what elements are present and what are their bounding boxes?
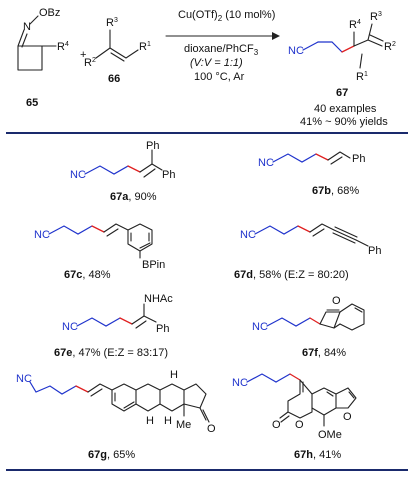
compound-67h-label: 67h, 41%: [294, 449, 341, 461]
svg-text:O: O: [272, 419, 281, 431]
compound-67c-label: 67c, 48%: [64, 269, 111, 281]
ratio-text: (V:V = 1:1): [190, 57, 243, 69]
product-67: NC R4 R3 R2 R1 67 40 examples 41% ~ 90% …: [288, 11, 396, 128]
product-r3-label: R3: [370, 11, 382, 23]
product-r1-label: R1: [356, 71, 368, 83]
svg-text:NC: NC: [232, 377, 248, 389]
product-nc-label: NC: [288, 45, 304, 57]
svg-text:H: H: [146, 415, 154, 427]
svg-text:NC: NC: [70, 169, 86, 181]
compound-67b-label: 67b, 68%: [312, 185, 359, 197]
svg-text:Me: Me: [176, 419, 191, 431]
svg-text:H: H: [164, 415, 172, 427]
svg-text:BPin: BPin: [142, 259, 165, 271]
svg-text:O: O: [343, 411, 352, 423]
svg-text:Ph: Ph: [368, 245, 381, 257]
compound-66-label: 66: [108, 73, 120, 85]
svg-text:NC: NC: [34, 229, 50, 241]
compound-67-label: 67: [336, 87, 348, 99]
reaction-conditions: Cu(OTf)2 (10 mol%) dioxane/PhCF3 (V:V = …: [165, 9, 280, 83]
compound-67c: NC BPin 67c, 48%: [34, 223, 165, 281]
plus-sign: +: [80, 49, 86, 61]
svg-text:O: O: [332, 295, 341, 307]
compound-67h: NC O O O OMe 67h, 41%: [232, 373, 357, 461]
svg-text:NHAc: NHAc: [144, 293, 173, 305]
svg-text:O: O: [295, 419, 304, 431]
imine-n-label: N: [23, 21, 31, 33]
svg-text:NC: NC: [258, 157, 274, 169]
yield-range: 41% ~ 90% yields: [300, 116, 388, 128]
compound-67b: NC Ph 67b, 68%: [258, 151, 365, 197]
compound-67a: NC Ph Ph 67a, 90%: [70, 140, 175, 203]
r2-label: R2: [84, 57, 96, 69]
svg-text:Ph: Ph: [162, 169, 175, 181]
compound-67a-label: 67a, 90%: [110, 191, 157, 203]
substrate-66: R3 R2 R1 66: [84, 17, 151, 85]
temperature-text: 100 °C, Ar: [194, 71, 245, 83]
compound-65-label: 65: [26, 97, 38, 109]
compound-67d-label: 67d, 58% (E:Z = 80:20): [234, 269, 349, 281]
svg-text:H: H: [170, 369, 178, 381]
product-r2-label: R2: [384, 41, 396, 53]
r4-label: R4: [57, 41, 69, 53]
compound-67g-label: 67g, 65%: [88, 449, 135, 461]
compound-67f-label: 67f, 84%: [302, 347, 346, 359]
svg-text:O: O: [207, 423, 216, 435]
compound-67f: NC O 67f, 84%: [252, 295, 365, 359]
svg-text:OMe: OMe: [318, 429, 342, 441]
compound-67e: NC NHAc Ph 67e, 47% (E:Z = 83:17): [54, 293, 173, 359]
compound-67d: NC Ph 67d, 58% (E:Z = 80:20): [234, 223, 381, 281]
product-r4-label: R4: [349, 19, 361, 31]
obz-label: OBz: [39, 7, 60, 19]
catalyst-text: Cu(OTf)2 (10 mol%): [178, 9, 275, 23]
substrate-65: N OBz R4 65: [17, 7, 69, 109]
solvent-text: dioxane/PhCF3: [184, 43, 259, 57]
svg-text:NC: NC: [252, 321, 268, 333]
compound-67e-label: 67e, 47% (E:Z = 83:17): [54, 347, 168, 359]
svg-text:NC: NC: [62, 321, 78, 333]
compound-67g: NC O Me H H H 67g, 65%: [16, 369, 216, 461]
r1-label: R1: [139, 41, 151, 53]
r3-label: R3: [106, 17, 118, 29]
svg-text:NC: NC: [240, 229, 256, 241]
svg-text:NC: NC: [16, 373, 32, 385]
svg-text:Ph: Ph: [156, 323, 169, 335]
svg-text:Ph: Ph: [146, 140, 159, 152]
examples-count: 40 examples: [314, 103, 377, 115]
svg-text:Ph: Ph: [352, 153, 365, 165]
